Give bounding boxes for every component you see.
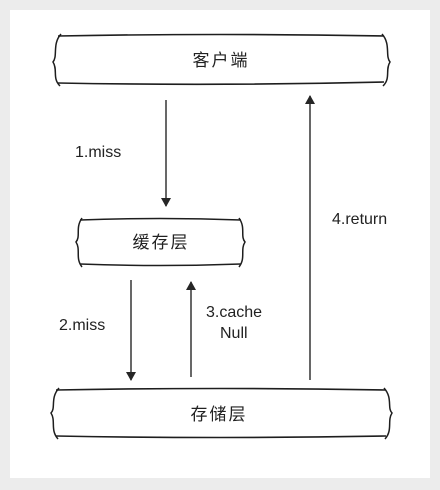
edge-cache-to-storage: 2.miss xyxy=(59,280,136,381)
client-label: 客户端 xyxy=(193,51,250,71)
cache-node: 缓存层 xyxy=(75,217,246,268)
edge-label-2-miss: 2.miss xyxy=(59,317,105,334)
storage-node: 存储层 xyxy=(50,387,393,440)
cache-label: 缓存层 xyxy=(133,233,190,253)
edge-storage-to-client: 4.return xyxy=(305,95,387,380)
edge-storage-to-cache: 3.cache Null xyxy=(186,281,262,377)
edge-label-4-return: 4.return xyxy=(332,211,387,228)
edge-label-1-miss: 1.miss xyxy=(75,144,121,161)
diagram-panel xyxy=(10,10,430,478)
client-node: 客户端 xyxy=(52,33,391,87)
storage-label: 存储层 xyxy=(191,405,248,425)
edge-label-3-cache: 3.cache xyxy=(206,304,262,321)
edge-label-3-null: Null xyxy=(220,325,248,342)
edge-client-to-cache: 1.miss xyxy=(75,100,171,207)
